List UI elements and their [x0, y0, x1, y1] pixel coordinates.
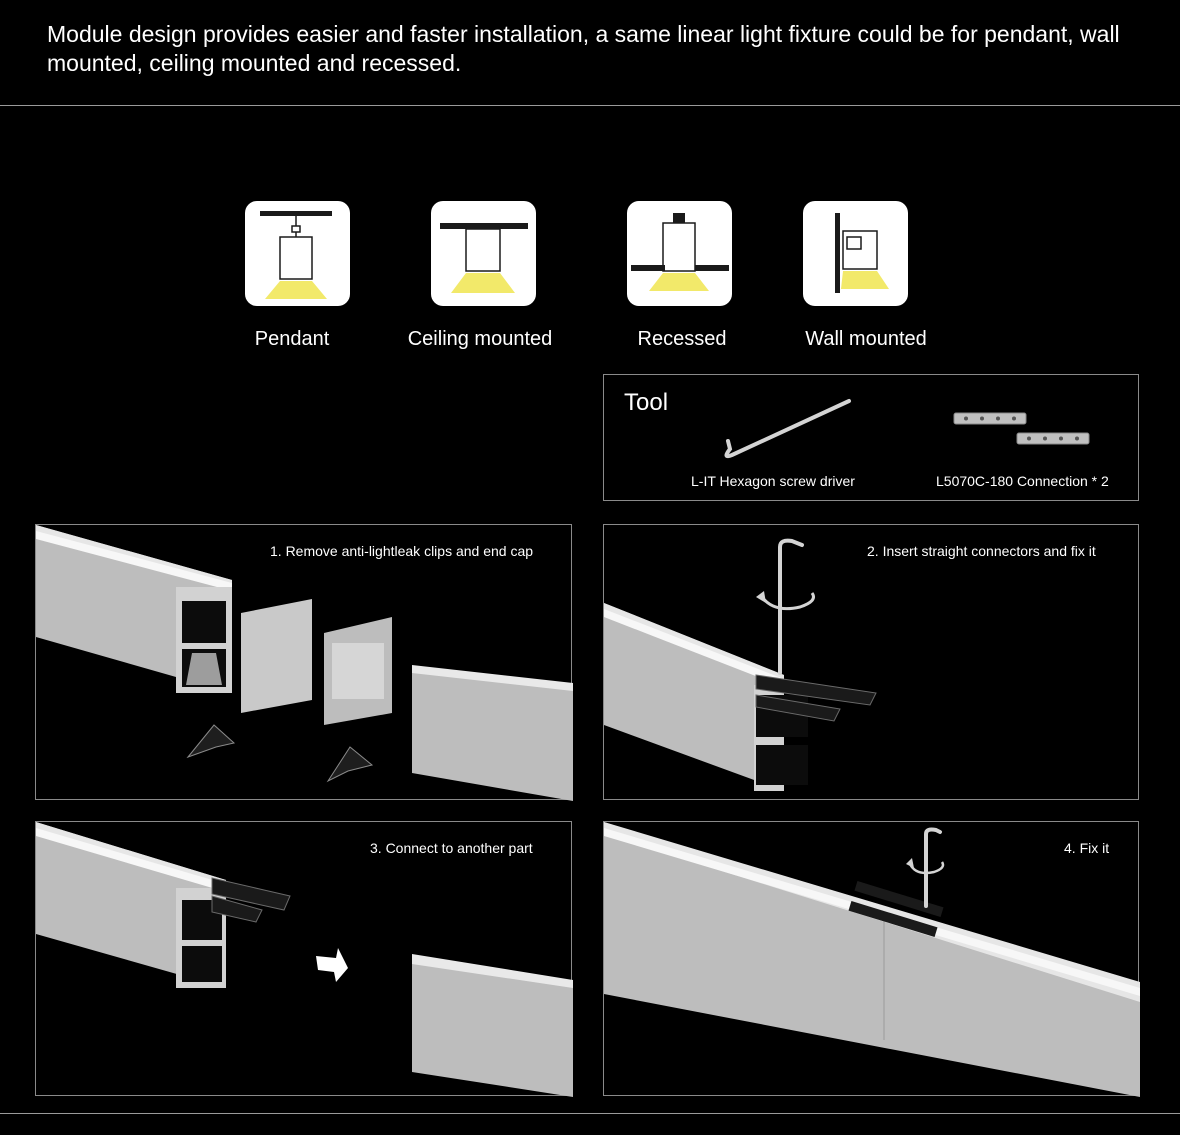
- step-1-illustration: [36, 525, 573, 801]
- arrow-right-icon: [316, 948, 348, 982]
- step-2-panel: 2. Insert straight connectors and fix it: [603, 524, 1139, 800]
- tool-caption-hex-key: L-IT Hexagon screw driver: [691, 473, 855, 489]
- mode-label-ceiling: Ceiling mounted: [407, 328, 553, 350]
- step-4-caption: 4. Fix it: [1064, 840, 1110, 856]
- step-4-panel: 4. Fix it: [603, 821, 1140, 1097]
- step-3-panel: 3. Connect to another part: [35, 821, 573, 1097]
- ceiling-mount-icon: [431, 201, 536, 306]
- step-3-illustration: [36, 822, 573, 1097]
- step-4-illustration: [604, 822, 1140, 1097]
- intro-text: Module design provides easier and faster…: [47, 21, 1120, 76]
- step-2-caption: 2. Insert straight connectors and fix it: [867, 543, 1096, 559]
- connector-plate-icon: [953, 412, 1090, 445]
- mode-label-pendant: Pendant: [254, 328, 330, 350]
- tool-caption-connector: L5070C-180 Connection * 2: [936, 473, 1109, 489]
- hex-key-icon: [724, 399, 851, 459]
- mode-label-recessed: Recessed: [637, 328, 727, 350]
- tool-title: Tool: [624, 389, 669, 416]
- step-3-caption: 3. Connect to another part: [370, 840, 533, 856]
- step-1-panel: 1. Remove anti-lightleak clips and end c…: [35, 524, 573, 801]
- wall-mount-icon: [803, 201, 908, 306]
- step-1-caption: 1. Remove anti-lightleak clips and end c…: [270, 543, 534, 559]
- step-2-illustration: [604, 538, 877, 791]
- bottom-divider: [0, 1113, 1180, 1114]
- top-divider: [0, 105, 1180, 106]
- pendant-mount-icon: [245, 201, 350, 306]
- mode-label-wall: Wall mounted: [805, 328, 927, 350]
- recessed-mount-icon: [627, 201, 732, 306]
- tool-box: Tool L-IT Hexagon screw driver L5070C-18…: [603, 374, 1139, 501]
